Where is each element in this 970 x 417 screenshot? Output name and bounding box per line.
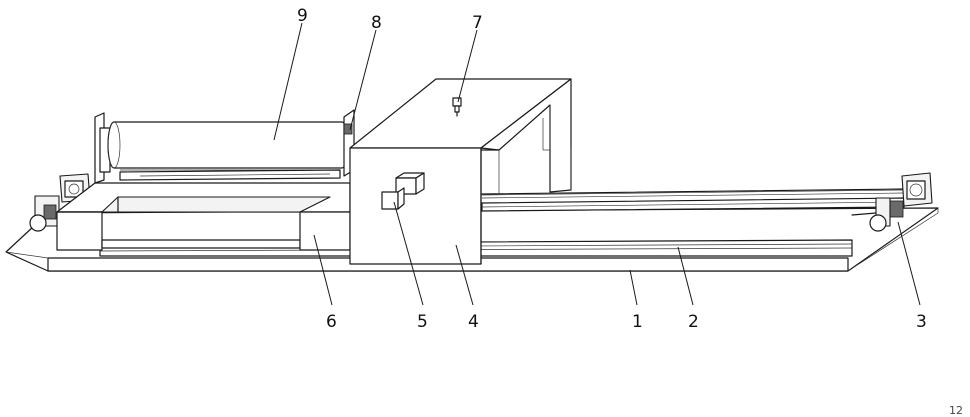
- corner-label: 12: [949, 404, 963, 417]
- leader-1: [630, 270, 637, 305]
- leader-8: [350, 30, 376, 130]
- callout-5: 5: [417, 312, 428, 332]
- callout-7: 7: [472, 13, 483, 33]
- leader-3: [898, 222, 920, 305]
- callout-3: 3: [916, 312, 927, 332]
- callout-2: 2: [688, 312, 699, 332]
- callout-8: 8: [371, 13, 382, 33]
- callout-1: 1: [632, 312, 643, 332]
- callout-4: 4: [468, 312, 479, 332]
- callout-9: 9: [297, 6, 308, 26]
- roller-assembly: [95, 110, 354, 183]
- callout-6: 6: [326, 312, 337, 332]
